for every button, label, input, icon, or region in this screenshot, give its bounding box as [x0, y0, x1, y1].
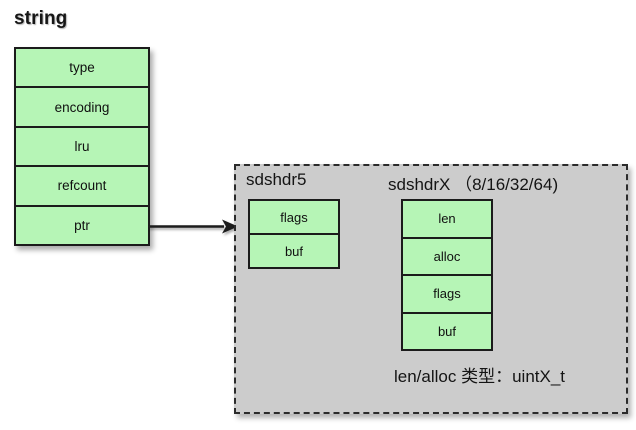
sds-type-note: len/alloc 类型：uintX_t — [394, 367, 566, 386]
sds-panel: sdshdr5 sdshdrX （8/16/32/64) flags buf l… — [234, 164, 628, 414]
sdshdr5-field-flags: flags — [250, 201, 338, 235]
string-object-struct: type encoding lru refcount ptr — [14, 47, 150, 246]
struct-field-refcount: refcount — [16, 167, 148, 207]
struct-field-lru: lru — [16, 127, 148, 168]
sdshdr5-struct: flags buf — [248, 199, 340, 269]
sdshdrx-field-flags: flags — [403, 276, 491, 314]
sdshdr5-field-buf: buf — [250, 235, 338, 267]
arrow-right-icon — [148, 219, 238, 234]
struct-field-encoding: encoding — [16, 88, 148, 128]
sdshdrx-struct: len alloc flags buf — [401, 199, 493, 351]
struct-field-ptr: ptr — [16, 206, 148, 245]
page-title: string — [14, 8, 68, 29]
sdshdrx-field-alloc: alloc — [403, 238, 491, 276]
struct-field-type: type — [16, 49, 148, 89]
sdshdrx-label: sdshdrX （8/16/32/64) — [388, 175, 559, 194]
sdshdrx-field-len: len — [403, 201, 491, 239]
sdshdr5-label: sdshdr5 — [246, 170, 307, 189]
pointer-arrow — [148, 213, 240, 241]
sdshdrx-field-buf: buf — [403, 313, 491, 349]
